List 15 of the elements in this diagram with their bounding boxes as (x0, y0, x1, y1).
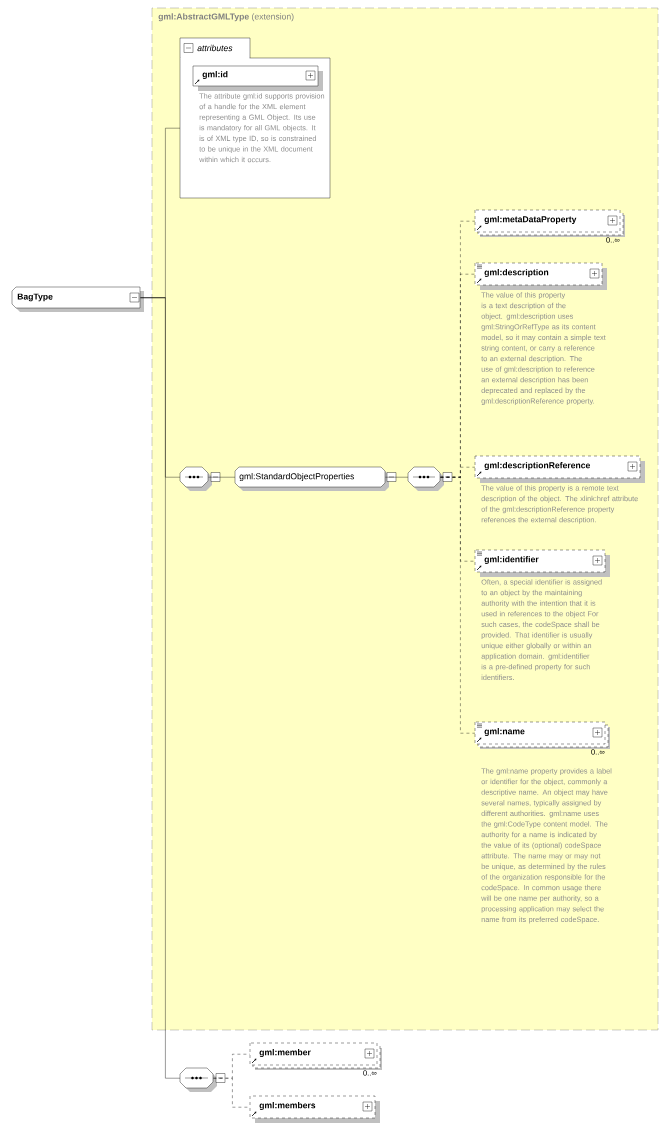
element-box: gml:member (249, 1042, 382, 1070)
element-box: gml:descriptionReference (474, 455, 645, 483)
element-box: gml:name (474, 721, 610, 749)
connector-line (208, 477, 236, 478)
element-box: gml:id (192, 65, 323, 91)
element-box: gml:metaDataProperty (474, 209, 625, 237)
element-box: gml:description (474, 262, 607, 290)
type-box: gml:StandardObjectProperties (234, 466, 389, 491)
element-box: gml:identifier (474, 549, 610, 577)
connector-line (140, 297, 181, 1079)
type-box: BagType (11, 286, 144, 312)
connector-line (440, 477, 476, 734)
connector-line (385, 477, 409, 478)
element-box: gml:members (249, 1095, 380, 1123)
region-heading: gml:AbstractGMLType (extension) (158, 13, 294, 22)
